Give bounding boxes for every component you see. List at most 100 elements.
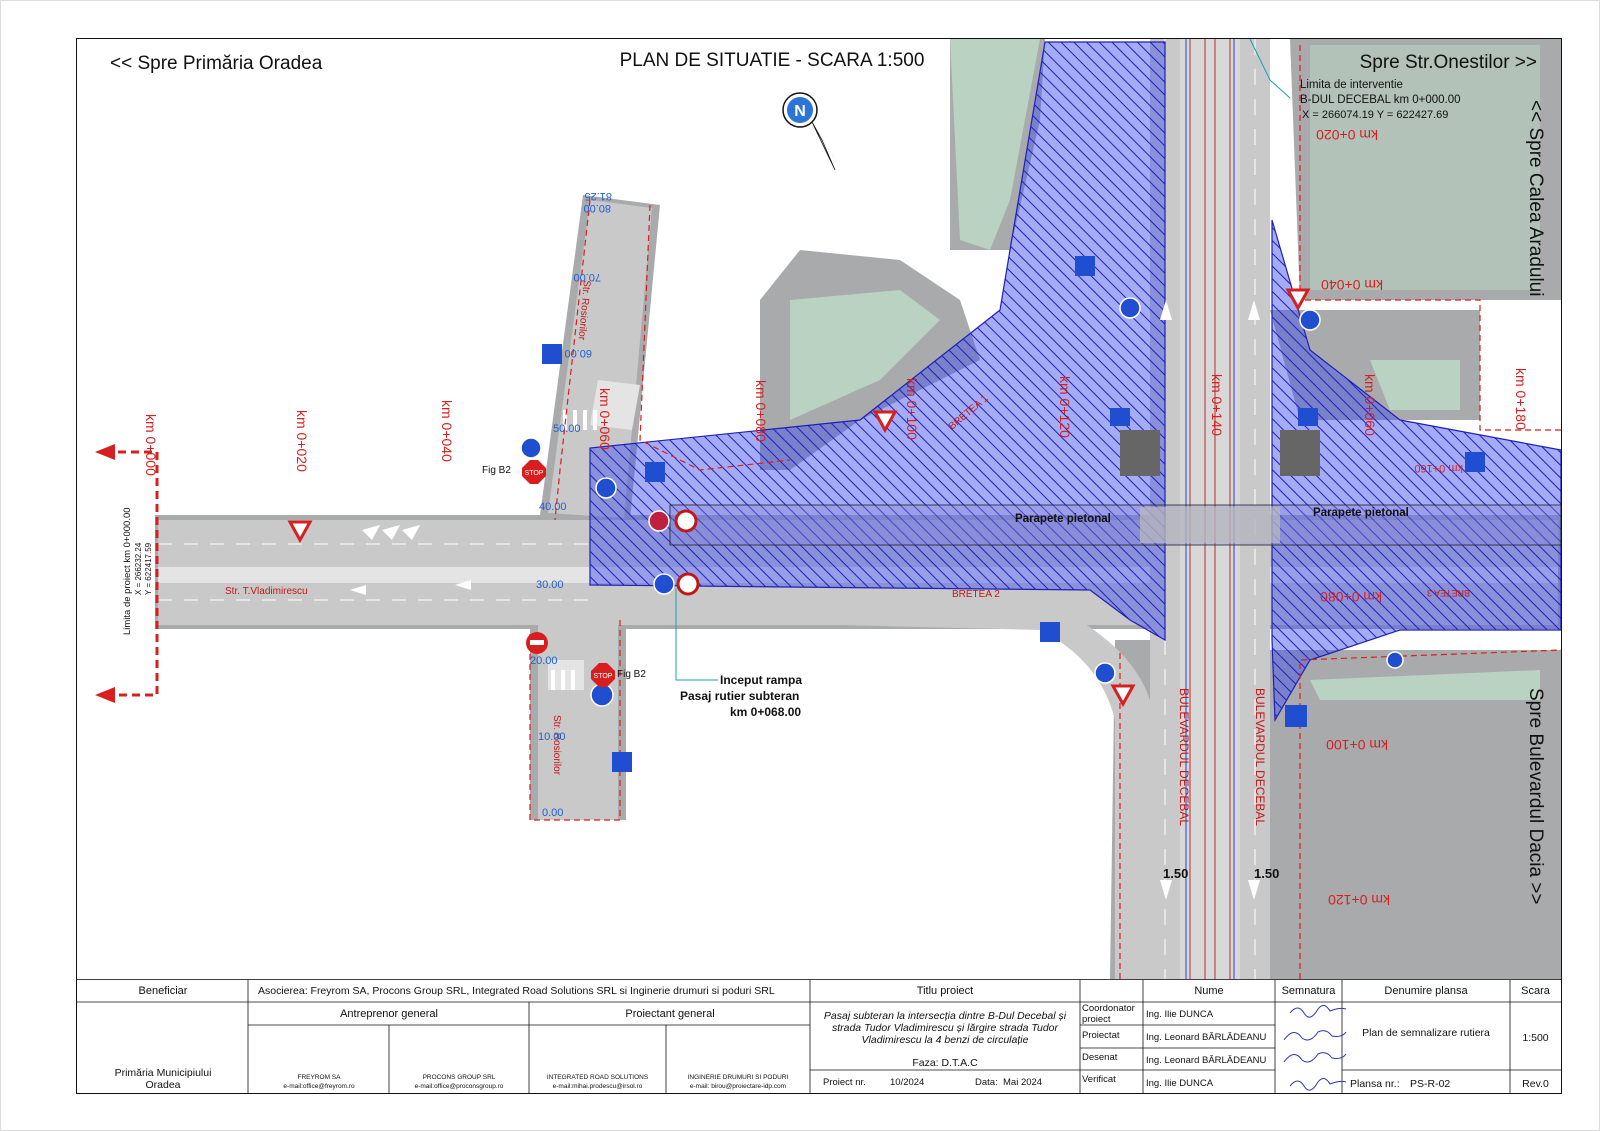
proiectant-label: Proiectant general (625, 1008, 715, 1020)
asocierea-text: Asocierea: Freyrom SA, Procons Group SRL… (258, 985, 775, 997)
titlu-label: Titlu proiect (916, 985, 974, 997)
rev-value: Rev.0 (1522, 1078, 1549, 1090)
limit-intervention-km: B-DUL DECEBAL km 0+000.00 (1300, 94, 1461, 106)
proiect-nr-label: Proiect nr. (823, 1077, 866, 1088)
chainage-km-0-020: km 0+020 (294, 410, 310, 472)
chainage-right-120: km 0+120 (1328, 892, 1390, 908)
firm-freyrom-email: e-mail:office@freyrom.ro (283, 1083, 355, 1090)
rosiorilor-station-50: 50.00 (553, 423, 581, 435)
data-label: Data: (975, 1077, 998, 1088)
firm-procons-email: e-mail:office@proconsgroup.ro (414, 1083, 504, 1090)
scara-label: Scara (1521, 985, 1550, 997)
bretea-3-label: BRETEA 3 (1427, 588, 1470, 598)
chainage-km-0-140: km 0+140 (1209, 374, 1225, 436)
semnatura-header: Semnatura (1281, 985, 1336, 997)
rosiorilor-station-70: 70.00 (573, 271, 601, 283)
rosiorilor-station-0: 0.00 (542, 807, 563, 819)
ramp-start-title: Inceput rampa (720, 673, 802, 687)
project-title: Pasaj subteran la intersecția dintre B-D… (823, 1010, 1067, 1047)
hatched-underpass-area (589, 41, 1166, 642)
beneficiar-name: Primăria Municipiului Oradea (114, 1067, 212, 1092)
chainage-km-0-000: km 0+000 (143, 414, 159, 476)
limit-intervention-coords: X = 266074.19 Y = 622427.69 (1302, 109, 1448, 121)
chainage-km-0-060: km 0+060 (597, 388, 613, 450)
north-arrow-icon: N (782, 92, 848, 180)
hatched-east-area (1271, 219, 1561, 723)
rosiorilor-station-80: 80.00 (583, 202, 611, 214)
scara-value: 1:500 (1522, 1032, 1549, 1044)
traffic-signs (287, 256, 1485, 772)
beneficiar-label: Beneficiar (138, 985, 188, 997)
role-coordonator: Coordonator proiect (1082, 1003, 1135, 1025)
decebal-width-left: 1.50 (1163, 866, 1188, 881)
signature-images (1283, 1005, 1347, 1091)
title-block (76, 979, 1562, 1094)
rosiorilor-station-30: 30.00 (536, 579, 564, 591)
ramp-start-km: km 0+068.00 (730, 705, 801, 719)
rosiorilor-station-10: 10.00 (538, 731, 566, 743)
limit-project-x: X = 266232.24 (134, 542, 143, 595)
name-coordonator: Ing. Ilie DUNCA (1146, 1009, 1214, 1020)
chainage-right-040: km 0+040 (1321, 277, 1383, 293)
chainage-right-160: km 0+160 (1414, 462, 1463, 474)
chainage-km-0-080: km 0+080 (753, 380, 769, 442)
antreprenor-label: Antreprenor general (340, 1008, 438, 1020)
rosiorilor-station-20: 20.00 (530, 655, 558, 667)
chainage-km-0-040: km 0+040 (439, 400, 455, 462)
limit-project-title: Limita de proiect km 0+000.00 (122, 507, 133, 635)
name-verificat: Ing. Ilie DUNCA (1146, 1078, 1214, 1089)
rosiorilor-station-40: 40.00 (539, 501, 567, 513)
chainage-right-100: km 0+100 (1326, 737, 1388, 753)
stop-sign-top-label: STOP (525, 470, 544, 477)
chainage-km-0-120: km 0+120 (1057, 376, 1073, 438)
decebal-width-right: 1.50 (1254, 866, 1279, 881)
ramp-start-subtitle: Pasaj rutier subteran (680, 689, 799, 703)
chainage-right-020: km 0+020 (1316, 127, 1378, 143)
parapet-right-label: Parapete pietonal (1313, 507, 1409, 519)
limit-project-y: Y = 622417.59 (144, 542, 153, 595)
chainage-right-060: km 0+060 (1362, 374, 1378, 436)
faza-text: Faza: D.T.A.C (912, 1057, 978, 1069)
role-verificat: Verificat (1082, 1074, 1116, 1085)
street-rosiorilor-bottom: Str. Rosiorilor (551, 715, 562, 776)
street-rosiorilor-top: Str. Rosiorilor (576, 280, 592, 341)
firm-idp-email: e-mail: birou@proiectare-idp.com (689, 1083, 787, 1090)
project-limit-line (105, 450, 159, 697)
rosiorilor-station-8125: 81.25 (584, 190, 612, 202)
right-direction-label: Spre Str.Onestilor >> (1360, 52, 1537, 73)
stop-sign-bottom-label: STOP (594, 673, 613, 680)
name-desenat: Ing. Leonard BĂRLĂDEANU (1146, 1055, 1267, 1066)
name-proiectat: Ing. Leonard BĂRLĂDEANU (1146, 1032, 1267, 1043)
fig-b2-top-label: Fig B2 (482, 465, 511, 476)
firm-irs-name: INTEGRATED ROAD SOLUTIONS (546, 1074, 649, 1081)
firm-idp-name: INGINERIE DRUMURI SI PODURI (687, 1074, 789, 1081)
dacia-label: Spre Bulevardul Dacia >> (1525, 688, 1546, 905)
chainage-right-180: km 0+180 (1513, 368, 1529, 430)
calea-aradului-label: << Spre Calea Aradului (1525, 100, 1546, 296)
plansa-value: PS-R-02 (1410, 1078, 1451, 1090)
firm-irs-email: e-mail:mihai.prodescu@irsol.ro (552, 1083, 643, 1090)
data-value: Mai 2024 (1003, 1077, 1043, 1088)
street-vladimirescu: Str. T.Vladimirescu (225, 586, 308, 597)
role-proiectat: Proiectat (1082, 1030, 1120, 1041)
denumire-value: Plan de semnalizare rutiera (1362, 1027, 1490, 1039)
bretea-2-label: BRETEA 2 (952, 589, 1000, 600)
sheet-title: PLAN DE SITUATIE - SCARA 1:500 (620, 50, 925, 71)
parapet-left-label: Parapete pietonal (1015, 513, 1111, 525)
left-direction-label: << Spre Primăria Oradea (110, 53, 323, 74)
role-desenat: Desenat (1082, 1052, 1118, 1063)
denumire-label: Denumire plansa (1384, 985, 1468, 997)
firm-procons-name: PROCONS GROUP SRL (422, 1074, 496, 1081)
limit-intervention-title: Limita de interventie (1300, 79, 1403, 91)
chainage-right-080: km 0+080 (1320, 589, 1382, 605)
street-decebal-right: BULEVARDUL DECEBAL (1253, 688, 1267, 826)
plansa-label: Plansa nr.: (1350, 1078, 1400, 1090)
proiect-nr-value: 10/2024 (890, 1077, 925, 1088)
street-decebal-left: BULEVARDUL DECEBAL (1177, 688, 1191, 826)
rosiorilor-station-60: 60.00 (564, 347, 592, 359)
firm-freyrom-name: FREYROM SA (297, 1074, 341, 1081)
nume-header: Nume (1194, 985, 1224, 997)
svg-text:N: N (794, 103, 806, 120)
map-drawing: N (95, 39, 1561, 979)
